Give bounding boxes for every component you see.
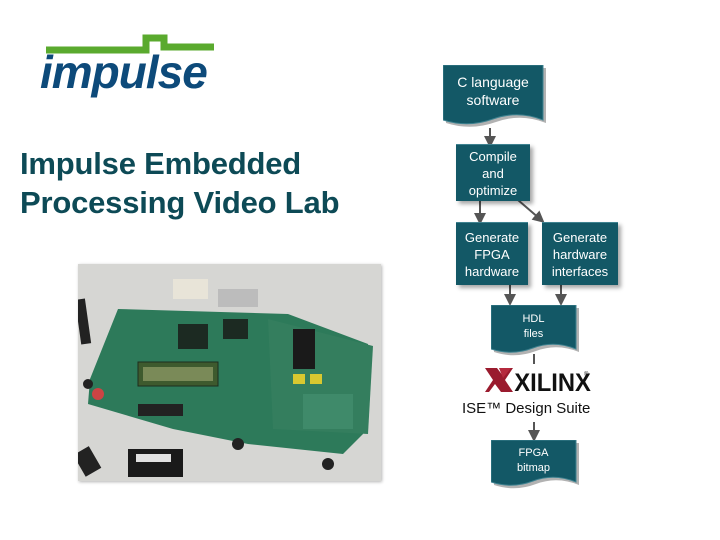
c-software-line1: C language [457, 74, 529, 90]
xilinx-logo: XILINX ® [483, 366, 593, 397]
logo-text: impulse [40, 46, 207, 98]
gen-fpga-line1: Generate [464, 229, 520, 245]
xilinx-x-icon: XILINX ® [485, 368, 592, 397]
node-gen-fpga: Generate FPGA hardware [456, 222, 528, 285]
gen-iface-line1: Generate [552, 229, 608, 245]
compile-line2: and [482, 165, 504, 181]
title-line-2: Processing Video Lab [20, 185, 340, 220]
gen-fpga-line3: hardware [464, 263, 520, 279]
hdl-line2: files [523, 328, 544, 340]
node-compile: Compile and optimize [456, 144, 530, 201]
impulse-logo: impulse [40, 34, 214, 98]
c-software-line2: software [466, 92, 520, 108]
fpga-board-image [78, 264, 381, 481]
ise-design-suite-label: ISE™ Design Suite [462, 400, 591, 417]
compile-line3: optimize [468, 182, 518, 198]
gen-fpga-line2: FPGA [474, 246, 510, 262]
gen-iface-line3: interfaces [551, 263, 609, 279]
bitmap-line2: bitmap [516, 462, 551, 474]
title-line-1: Impulse Embedded [20, 146, 302, 181]
page-title: Impulse Embedded Processing Video Lab [20, 144, 340, 222]
gen-iface-line2: hardware [552, 246, 608, 262]
node-gen-interfaces: Generate hardware interfaces [542, 222, 618, 285]
board-photo [78, 264, 381, 481]
compile-line1: Compile [469, 148, 517, 164]
node-fpga-bitmap: FPGA bitmap [491, 440, 581, 490]
node-hdl-files: HDL files [491, 305, 581, 357]
bitmap-line1: FPGA [518, 447, 549, 459]
node-c-software: C language software [443, 65, 547, 129]
xilinx-registered: ® [584, 371, 589, 378]
arrow-compile-geniface [517, 199, 545, 223]
hdl-line1: HDL [522, 313, 545, 325]
xilinx-text: XILINX [514, 369, 591, 396]
